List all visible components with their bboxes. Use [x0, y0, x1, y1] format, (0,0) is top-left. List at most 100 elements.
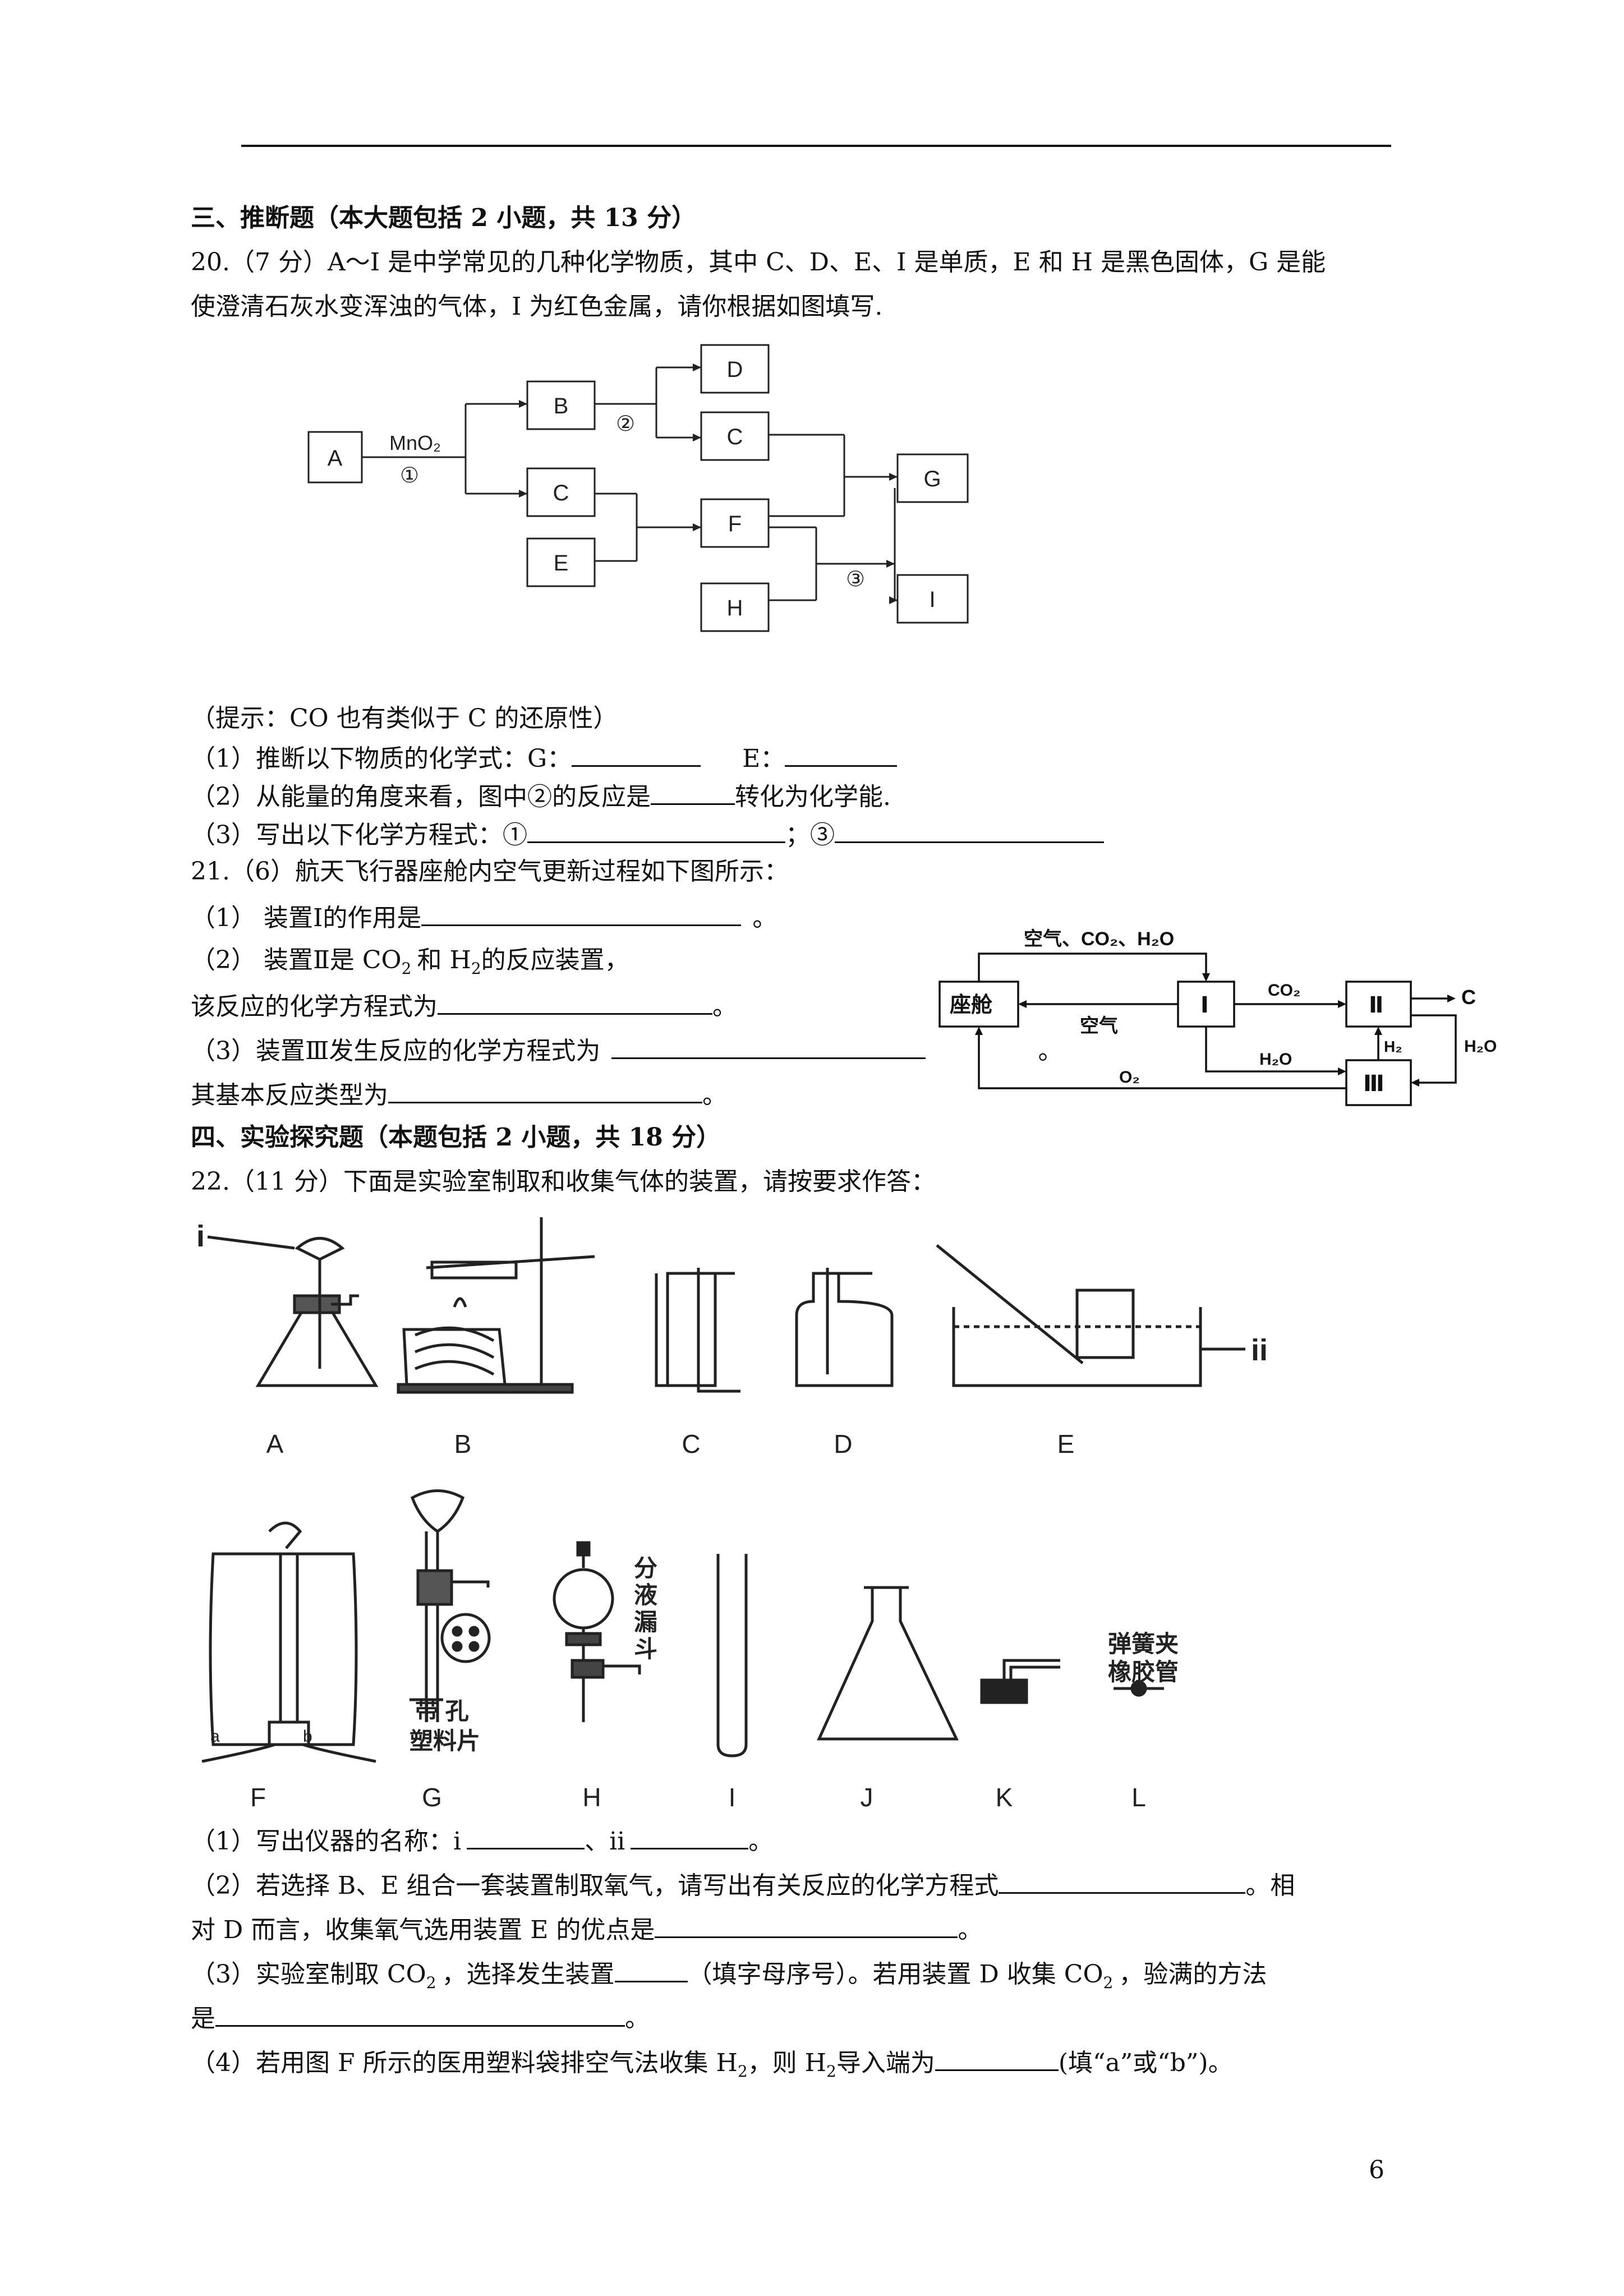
top-flow-label: 空气、CO₂、H₂O — [1024, 928, 1174, 950]
q21-part3-line1: （3）装置Ⅲ发生反应的化学方程式为 。 — [191, 1032, 1062, 1069]
q20-blank-energy[interactable] — [651, 777, 735, 805]
q21-blank-4[interactable] — [388, 1076, 702, 1103]
q21-blank-1[interactable] — [421, 899, 742, 926]
sub-2-f: 2 — [826, 2062, 836, 2081]
q22-p3c: （填字母序号）。若用装置 D 收集 CO — [687, 1960, 1103, 1989]
q22-blank-inlet[interactable] — [935, 2044, 1059, 2071]
q20-p3b: ；③ — [785, 821, 835, 849]
apparatus-h — [553, 1541, 641, 1722]
apparatus-a — [207, 1235, 379, 1387]
q22-stem: 22.（11 分）下面是实验室制取和收集气体的装置，请按要求作答： — [191, 1167, 936, 1196]
q20-stem-1: 20.（7 分）A～I 是中学常见的几种化学物质，其中 C、D、E、I 是单质，… — [191, 248, 1326, 277]
q22-part2-line1: （2）若选择 B、E 组合一套装置制取氧气，请写出有关反应的化学方程式。相 — [191, 1866, 1295, 1903]
q21-p3a: （3）装置Ⅲ发生反应的化学方程式为 — [191, 1037, 601, 1065]
q20-p3a: （3）写出以下化学方程式：① — [191, 821, 527, 849]
q22-blank-i[interactable] — [467, 1822, 585, 1849]
q20-p1-text: （1）推断以下物质的化学式：G： — [191, 744, 572, 773]
apparatus-l — [1114, 1680, 1164, 1697]
box-a: A — [328, 446, 343, 471]
step3-label: ③ — [846, 568, 865, 591]
h2o-right-label: H₂O — [1464, 1037, 1497, 1056]
plate-label-2: 塑料片 — [410, 1728, 480, 1754]
q22-p3d: ，验满的方法 — [1119, 1960, 1267, 1989]
q20-flow-diagram: A B C D C E F G H I MnO₂ ① ② ③ — [307, 344, 969, 632]
q20-blank-eq3[interactable] — [835, 816, 1104, 843]
funnel-char-2: 液 — [634, 1582, 657, 1608]
q21-p3d: 。 — [702, 1081, 727, 1110]
q22-blank-generator[interactable] — [614, 1955, 688, 1982]
q22-blank-check[interactable] — [215, 1999, 625, 2027]
q21-p3b: 。 — [1038, 1037, 1063, 1065]
q21-cabin-diagram: 座舱 Ⅰ Ⅱ Ⅲ 空气、CO₂、H₂O 空气 CO₂ H₂O O₂ C H₂O … — [938, 928, 1497, 1106]
sub-2-a: 2 — [401, 959, 412, 978]
apparatus-i — [716, 1554, 748, 1757]
label-a: A — [266, 1429, 284, 1458]
box-b: B — [554, 394, 569, 418]
q22-part1: （1）写出仪器的名称：i 、ii 。 — [191, 1822, 773, 1859]
q22-p2c: 对 D 而言，收集氧气选用装置 E 的优点是 — [191, 1916, 655, 1944]
q22-apparatus-row2: 分 液 漏 斗 带 孔 塑料片 弹簧夹 橡胶管 a b F G H I J K … — [201, 1489, 1179, 1812]
q21-stem: 21.（6）航天飞行器座舱内空气更新过程如下图所示： — [191, 857, 789, 886]
q20-hint: （提示：CO 也有类似于 C 的还原性） — [191, 704, 618, 733]
q21-part1: （1） 装置Ⅰ的作用是 。 — [191, 899, 777, 936]
q22-blank-ii[interactable] — [631, 1822, 749, 1849]
label-g: G — [422, 1783, 442, 1812]
q21-p1a: （1） 装置Ⅰ的作用是 — [191, 904, 422, 932]
label-f: F — [250, 1783, 266, 1812]
q21-p2e: 。 — [712, 992, 737, 1021]
q22-p4a: （4）若用图 F 所示的医用塑料袋排空气法收集 H — [191, 2049, 738, 2077]
apparatus-g — [410, 1489, 491, 1722]
clip-label-1: 弹簧夹 — [1108, 1631, 1179, 1657]
o2-label: O₂ — [1119, 1068, 1140, 1087]
q22-part3-line1: （3）实验室制取 CO2，选择发生装置（填字母序号）。若用装置 D 收集 CO2… — [191, 1955, 1267, 2000]
plate-label-1: 带 孔 — [415, 1698, 469, 1724]
q22-p1a: （1）写出仪器的名称：i — [191, 1827, 462, 1856]
label-d: D — [834, 1429, 852, 1458]
q21-blank-3[interactable] — [611, 1032, 926, 1059]
bag-a-label: a — [210, 1727, 220, 1746]
apparatus-c — [655, 1268, 740, 1393]
q22-part3-line2: 是。 — [191, 1999, 650, 2036]
apparatus-d — [795, 1268, 894, 1387]
label-b: B — [454, 1429, 472, 1458]
q22-apparatus-row1: i ii A B C D E — [196, 1217, 1268, 1458]
q20-part2: （2）从能量的角度来看，图中②的反应是转化为化学能. — [191, 777, 891, 815]
bag-b-label: b — [303, 1727, 312, 1746]
box-f: F — [728, 512, 742, 536]
clip-label-2: 橡胶管 — [1108, 1659, 1179, 1685]
q20-stem-2: 使澄清石灰水变浑浊的气体，I 为红色金属，请你根据如图填写. — [191, 292, 883, 321]
funnel-char-1: 分 — [634, 1555, 657, 1581]
label-k: K — [996, 1783, 1013, 1812]
h2-label: H₂ — [1384, 1038, 1402, 1055]
cabin-label: 座舱 — [950, 993, 992, 1017]
q21-part2-line2: 该反应的化学方程式为。 — [191, 987, 737, 1024]
funnel-char-3: 漏 — [634, 1609, 657, 1635]
q22-p3b: ，选择发生装置 — [441, 1960, 615, 1989]
c-label: C — [1461, 986, 1476, 1009]
q20-part1: （1）推断以下物质的化学式：G： E： — [191, 739, 898, 776]
apparatus-e — [936, 1244, 1245, 1387]
q20-blank-e[interactable] — [785, 739, 898, 767]
q22-p4c: 导入端为 — [836, 2049, 935, 2077]
q22-blank-advantage[interactable] — [655, 1911, 958, 1938]
q22-part2-line2: 对 D 而言，收集氧气选用装置 E 的优点是。 — [191, 1911, 982, 1948]
label-c: C — [682, 1429, 700, 1458]
mark-ii: ii — [1251, 1333, 1268, 1367]
box-i: I — [929, 587, 935, 612]
sub-2-b: 2 — [471, 959, 481, 978]
q22-p1b: 、ii — [585, 1827, 625, 1856]
q21-blank-2[interactable] — [438, 987, 712, 1015]
q20-p2a: （2）从能量的角度来看，图中②的反应是 — [191, 783, 651, 811]
label-e: E — [1057, 1429, 1075, 1458]
q20-blank-g[interactable] — [572, 739, 701, 767]
label-h: H — [582, 1783, 601, 1812]
q21-p1b: 。 — [752, 904, 778, 932]
q22-blank-eq[interactable] — [999, 1866, 1246, 1894]
q20-blank-eq1[interactable] — [527, 816, 785, 843]
catalyst-label: MnO₂ — [389, 431, 441, 454]
q22-p1c: 。 — [748, 1827, 774, 1856]
box-c2: C — [727, 425, 743, 449]
q22-p3a: （3）实验室制取 CO — [191, 1960, 426, 1989]
box-c1: C — [553, 481, 569, 505]
q22-p2a: （2）若选择 B、E 组合一套装置制取氧气，请写出有关反应的化学方程式 — [191, 1871, 999, 1900]
